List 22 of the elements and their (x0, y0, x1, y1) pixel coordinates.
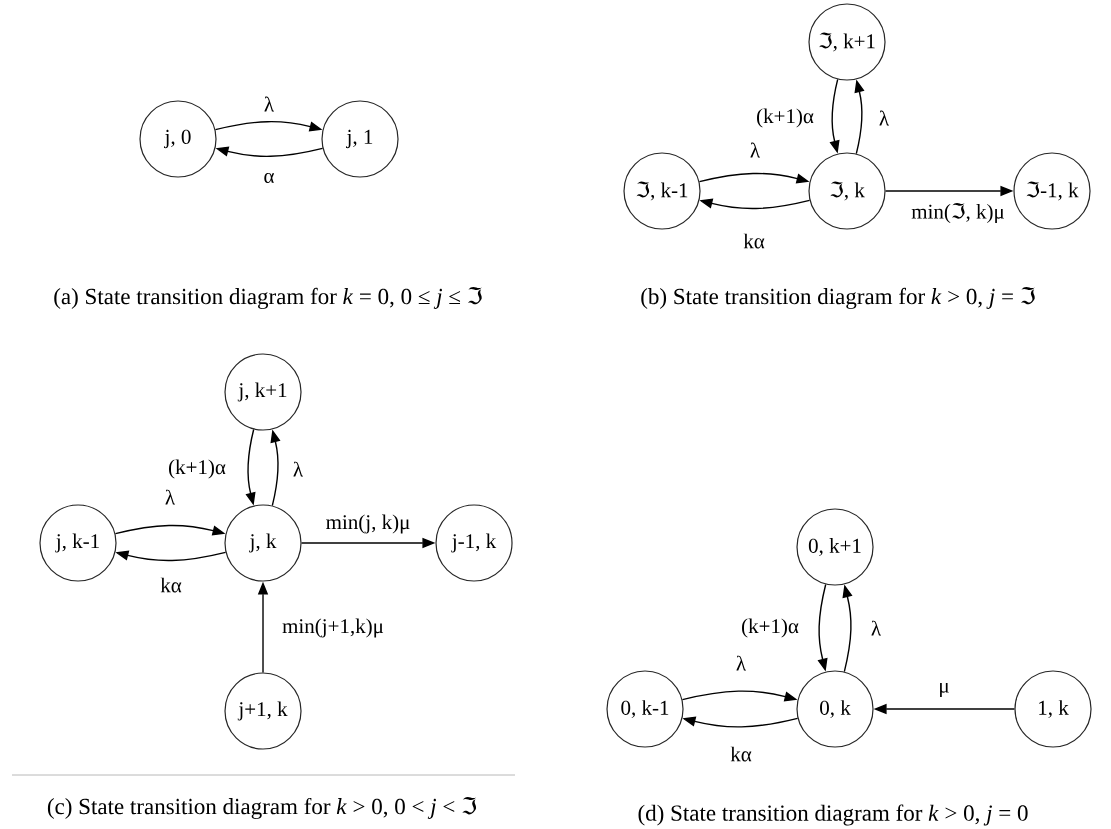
edge-label: μ (940, 682, 949, 698)
edge-label: λ (871, 620, 881, 636)
edge-label: (k+1)α (742, 618, 799, 638)
edge-label: kα (160, 577, 182, 593)
edge-label: λ (736, 655, 746, 671)
edge-label: kα (730, 746, 752, 762)
caption: (d) State transition diagram for k > 0, j = 0 (638, 804, 1028, 826)
caption: (c) State transition diagram for k > 0, 0 < j < ℑ (47, 797, 477, 819)
edge-label: λ (293, 461, 303, 477)
edge-label: kα (743, 233, 765, 249)
edge-label: min(j+1,k)μ (282, 618, 384, 638)
edge-label: (k+1)α (169, 459, 226, 479)
edge-label: λ (264, 96, 274, 112)
edge-label: α (264, 172, 274, 184)
caption: (b) State transition diagram for k > 0, j = ℑ (641, 287, 1035, 309)
edge-label: λ (750, 142, 760, 158)
caption: (a) State transition diagram for k = 0, 0 ≤ j ≤ ℑ (54, 287, 482, 309)
edge-label: (k+1)α (757, 108, 814, 128)
edge-label: min(j, k)μ (326, 514, 410, 534)
edge-label: min(ℑ, k)μ (911, 202, 1004, 224)
edge-label: λ (879, 110, 889, 126)
edge-label: λ (165, 489, 175, 505)
